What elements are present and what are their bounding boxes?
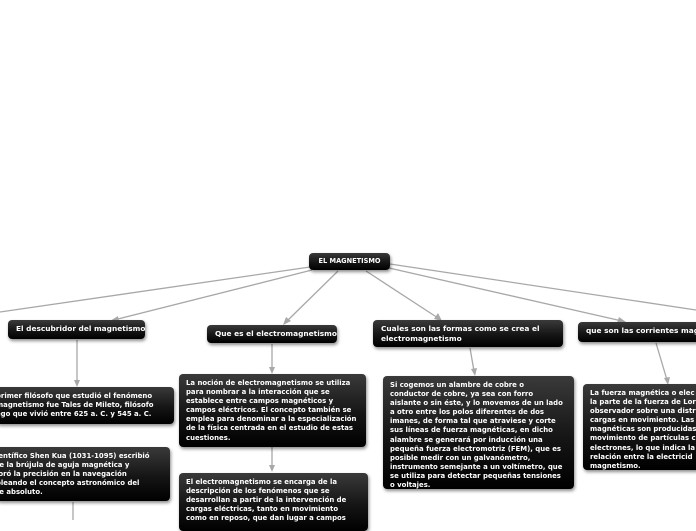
- arrowhead-corrientes-child-1: [664, 377, 670, 385]
- text-node-content: primer filósofo que estudió el fenómeno …: [0, 392, 154, 419]
- text-node-corrientes-1[interactable]: La fuerza magnética o elec la parte de l…: [583, 384, 696, 470]
- connector-root-descubridor: [113, 269, 313, 321]
- topic-label: Cuales son las formas como se crea el el…: [381, 324, 540, 343]
- arrowhead-formas-child-1: [471, 368, 477, 376]
- topic-node-descubridor[interactable]: El descubridor del magnetismo: [8, 320, 145, 339]
- text-node-descubridor-1[interactable]: primer filósofo que estudió el fenómeno …: [0, 387, 174, 424]
- topic-label: que son las corrientes magn: [586, 326, 696, 335]
- connector-formas-child-1: [469, 347, 475, 372]
- topic-label: Que es el electromagnetismo: [215, 329, 337, 338]
- connector-root-formas: [365, 270, 439, 319]
- arrowhead-electromagnetismo-child-1: [269, 367, 275, 374]
- topic-node-corrientes[interactable]: que son las corrientes magn: [578, 322, 696, 342]
- topic-node-electromagnetismo[interactable]: Que es el electromagnetismo: [207, 325, 337, 343]
- connector-root-electromagnetismo: [285, 270, 339, 323]
- text-node-content: La noción de electromagnetismo se utiliz…: [186, 379, 357, 442]
- text-node-formas-1[interactable]: Si cogemos un alambre de cobre o conduct…: [383, 376, 574, 489]
- connector-root-corrientes: [388, 267, 623, 322]
- arrowhead-electromagnetismo-child-2: [269, 465, 275, 472]
- text-node-electromagnetismo-1[interactable]: La noción de electromagnetismo se utiliz…: [179, 374, 366, 447]
- connector-corrientes-child-1: [655, 342, 668, 381]
- arrowhead-formas: [434, 313, 442, 321]
- arrowhead-corrientes: [617, 317, 626, 323]
- connector-layer: [0, 263, 696, 520]
- text-node-content: El electromagnetismo se encarga de la de…: [186, 478, 347, 523]
- root-node[interactable]: EL MAGNETISMO: [309, 253, 390, 270]
- text-node-content: Si cogemos un alambre de cobre o conduct…: [390, 381, 563, 489]
- topic-node-formas[interactable]: Cuales son las formas como se crea el el…: [373, 320, 563, 347]
- topic-label: El descubridor del magnetismo: [16, 324, 145, 333]
- text-node-content: ientífico Shen Kua (1031-1095) escribió …: [0, 452, 150, 497]
- arrowhead-electromagnetismo: [283, 317, 291, 325]
- text-node-content: La fuerza magnética o elec la parte de l…: [590, 389, 696, 470]
- text-node-descubridor-2[interactable]: ientífico Shen Kua (1031-1095) escribió …: [0, 447, 170, 501]
- connector-root-offscreen-right: [389, 263, 696, 311]
- text-node-electromagnetismo-2[interactable]: El electromagnetismo se encarga de la de…: [179, 473, 368, 531]
- arrowhead-descubridor-child-1: [74, 380, 80, 387]
- mind-map-canvas: EL MAGNETISMO El descubridor del magneti…: [0, 253, 696, 531]
- root-node-label: EL MAGNETISMO: [318, 257, 381, 265]
- connector-root-offscreen-left: [0, 266, 311, 313]
